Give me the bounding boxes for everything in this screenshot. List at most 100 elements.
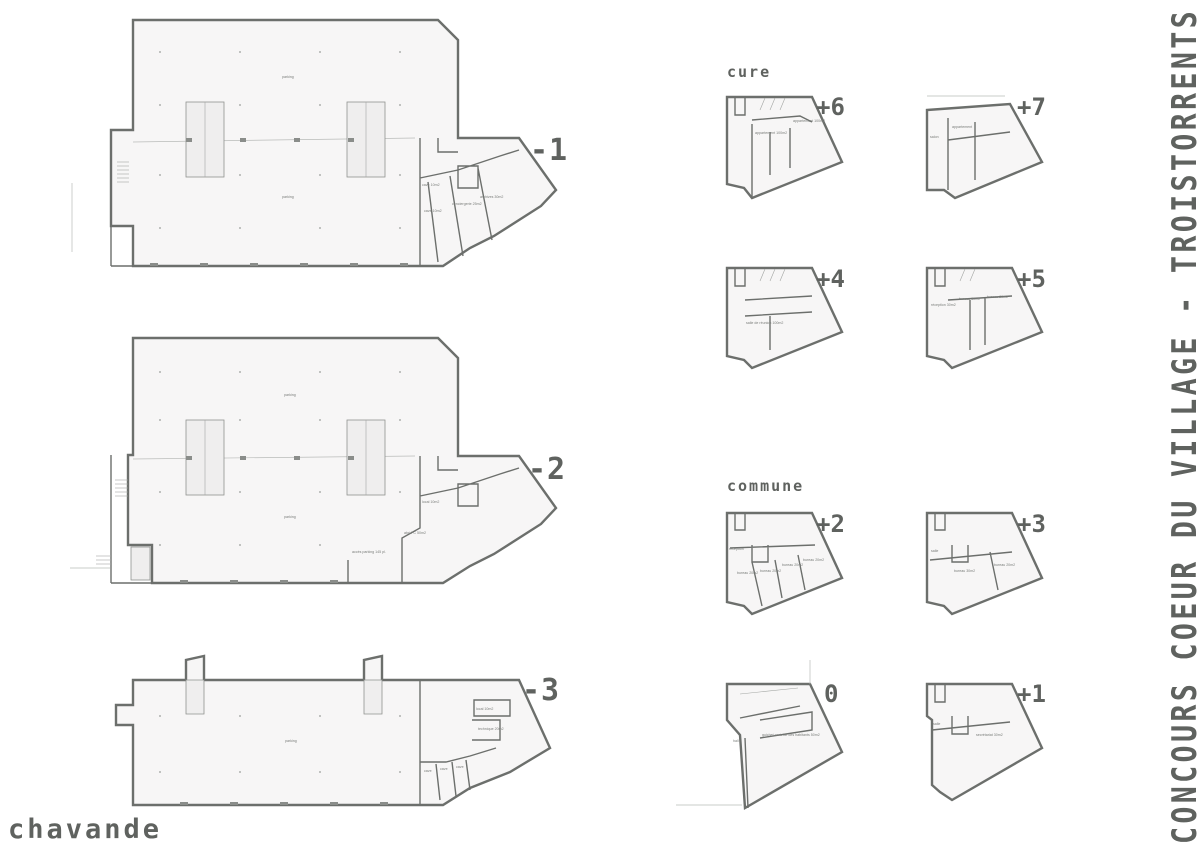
- stair: [759, 268, 766, 282]
- room-label: guichet contrôle des habitants 50m2: [762, 733, 820, 737]
- pillar-grid: [159, 371, 401, 583]
- ramp: [363, 679, 383, 715]
- ramp: [185, 101, 386, 178]
- room-label: abri PC 50m2: [404, 531, 426, 535]
- plan-level-plus-6: appartement 100m2 appartement 100m2 +6: [725, 93, 845, 200]
- stair: [739, 687, 799, 695]
- section-heading-commune: commune: [727, 477, 804, 495]
- plan-level-plus-7: salon appartement +7: [925, 93, 1046, 200]
- room-label: bureau 20m2: [760, 569, 781, 573]
- stair: [759, 97, 766, 111]
- inner-walls: [734, 268, 813, 350]
- room-label: conciergerie 25m2: [452, 202, 482, 206]
- ramp: [130, 419, 386, 581]
- room-label: appartement 100m2: [793, 119, 825, 123]
- stair: [969, 268, 976, 282]
- room-label: local 10m2: [422, 500, 439, 504]
- inner-walls: [734, 97, 813, 198]
- stair: [779, 97, 786, 111]
- room-label: technique 20m2: [478, 727, 504, 731]
- plan-outline: [925, 102, 1044, 200]
- annex-walls: [419, 680, 511, 805]
- plan-outline: [925, 682, 1044, 802]
- room-label: parking: [284, 393, 296, 397]
- stair: [779, 268, 786, 282]
- room-label: cave: [456, 765, 464, 769]
- plan-level-minus-3: parking local 10m2 technique 20m2 cave c…: [114, 654, 560, 807]
- room-label: bureau 20m2: [994, 563, 1015, 567]
- annex-walls: [347, 456, 520, 583]
- room-label: salle: [931, 549, 938, 553]
- room-label: hall: [733, 739, 739, 743]
- room-label: salon: [930, 135, 939, 139]
- plan-outline: [925, 511, 1044, 616]
- plan-outline: [114, 654, 552, 807]
- room-label: parking: [284, 515, 296, 519]
- plan-level-0: hall guichet contrôle des habitants 50m2…: [676, 660, 844, 811]
- plan-level-plus-4: salle de réunion 100m2 +4: [725, 265, 845, 370]
- plan-level-minus-2: parking parking accès parking 145 pl. lo…: [70, 336, 566, 585]
- room-label: appartement: [952, 125, 972, 129]
- level-label: -3: [522, 673, 560, 708]
- room-label: bureau 30m2: [959, 297, 980, 301]
- room-label: parking: [282, 195, 294, 199]
- room-label: bureau 20m2: [803, 558, 824, 562]
- room-label: parking: [282, 75, 294, 79]
- room-label: réception: [729, 547, 744, 551]
- inner-walls: [729, 513, 816, 607]
- room-label: bureau 20m2: [737, 571, 758, 575]
- level-label: +4: [816, 265, 845, 293]
- inner-walls: [931, 684, 1011, 735]
- plan-outline: [725, 511, 844, 616]
- level-label: 0: [824, 680, 838, 708]
- room-label: cave 10m2: [422, 183, 440, 187]
- room-label: parking: [285, 739, 297, 743]
- room-label: accès parking 145 pl.: [352, 550, 386, 554]
- section-heading-cure: cure: [727, 63, 771, 81]
- room-label: cave: [424, 769, 432, 773]
- plan-level-plus-3: salle bureau 30m2 bureau 20m2 +3: [925, 510, 1046, 616]
- room-label: bureau 20m2: [987, 295, 1008, 299]
- inner-walls: [739, 705, 813, 809]
- stair: [117, 161, 129, 183]
- room-label: local 10m2: [476, 707, 493, 711]
- level-label: +3: [1017, 510, 1046, 538]
- inner-walls: [929, 513, 1013, 591]
- room-label: appartement 100m2: [755, 131, 787, 135]
- stair: [96, 479, 128, 565]
- plan-level-minus-1: parking parking cave 10m2 cave 10m2 conc…: [71, 18, 568, 268]
- room-label: réception 30m2: [931, 303, 956, 307]
- level-label: +6: [816, 93, 845, 121]
- room-label: salle de réunion 100m2: [746, 321, 783, 325]
- level-label: +2: [816, 510, 845, 538]
- room-label: cave: [440, 767, 448, 771]
- level-label: -2: [528, 452, 566, 487]
- level-label: +5: [1017, 265, 1046, 293]
- level-label: -1: [530, 133, 568, 168]
- plan-outline: [725, 266, 844, 370]
- pillar-grid: [150, 51, 408, 266]
- plan-outline: [126, 336, 558, 585]
- author-label: chavande: [8, 814, 162, 845]
- stair: [959, 268, 966, 282]
- room-label: secrétariat 30m2: [976, 733, 1003, 737]
- stair: [769, 268, 776, 282]
- stair: [769, 97, 776, 111]
- room-label: bureau 30m2: [954, 569, 975, 573]
- annex-walls: [419, 138, 520, 266]
- plan-level-plus-1: salle secrétariat 30m2 +1: [925, 680, 1046, 802]
- level-label: +1: [1017, 680, 1046, 708]
- room-label: bureau 20m2: [782, 563, 803, 567]
- ramp: [185, 679, 205, 715]
- level-label: +7: [1017, 93, 1046, 121]
- pillar-grid: [159, 715, 401, 805]
- vertical-title: CONCOURS COEUR DU VILLAGE - TROISTORRENT…: [1165, 8, 1200, 844]
- room-label: salle: [933, 722, 940, 726]
- room-label: archives 30m2: [480, 195, 503, 199]
- plan-level-plus-5: réception 30m2 bureau 30m2 bureau 20m2 +…: [925, 265, 1046, 370]
- inner-walls: [934, 268, 1013, 350]
- room-label: cave 10m2: [424, 209, 442, 213]
- inner-walls: [947, 118, 1011, 190]
- plan-level-plus-2: réception bureau 20m2 bureau 20m2 bureau…: [725, 510, 845, 616]
